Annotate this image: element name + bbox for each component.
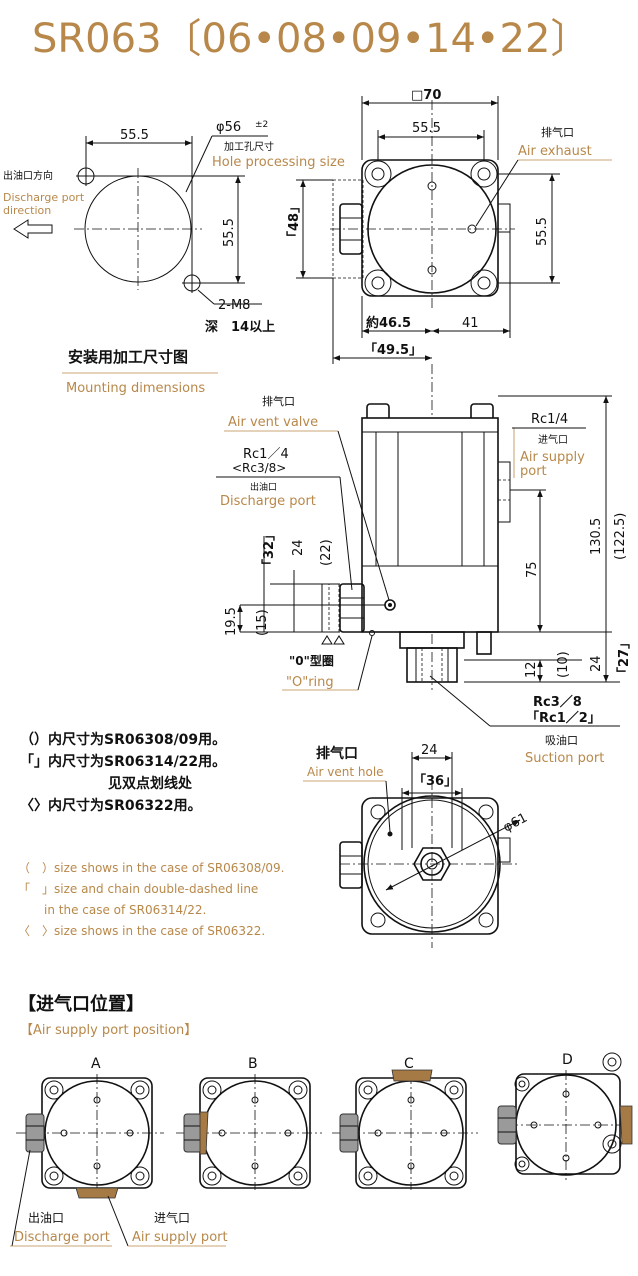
exhaust-en: Air exhaust [518,144,592,159]
suction-fitting [406,647,458,683]
note-cn-2: 「」内尺寸为SR06314/22用。 [20,753,226,770]
dim-phi56: φ56 [216,120,241,135]
dim-55-5-front-top: 55.5 [412,121,441,136]
bottom-dim-phi61: φ61 [501,810,530,835]
rc38-label: <Rc3/8> [232,461,286,475]
notes: （）内尺寸为SR06308/09用。 「」内尺寸为SR06314/22用。 见双… [18,731,284,938]
supply-cn: 进气口 [538,433,568,446]
hole-size-cn: 加工孔尺寸 [224,140,274,153]
rc38-suction: Rc3／8 [533,694,582,710]
note-en-1: （ ）size shows in the case of SR06308/09. [18,861,284,875]
dim-46-5: 約46.5 [366,315,411,331]
dim-130-5: 130.5 [589,518,604,555]
mount-caption-en: Mounting dimensions [66,381,205,396]
dim-19-5: 19.5 [224,607,239,636]
dim-32: 「32」 [261,528,277,572]
dim-55-5-side: 55.5 [222,218,237,247]
note-en-4: 〈 〉size shows in the case of SR06322. [18,924,265,938]
position-d-diagram [497,1052,633,1180]
bottom-vent-en: Air vent hole [307,765,384,779]
pos-supply-en: Air supply port [132,1230,228,1245]
oring-en: "O"ring [286,675,334,690]
dim-75: 75 [525,561,540,578]
bottom-view: 排气口 Air vent hole 24 「36」 φ61 [303,743,530,948]
m8-label: 2-M8 [218,298,250,313]
dim-27: 「27」 [616,636,632,680]
dim-49-5: 「49.5」 [364,342,422,358]
dim-41: 41 [462,316,479,331]
bottom-dim-24: 24 [421,743,438,758]
depth-label: 深 14以上 [205,319,275,335]
dim-55-5-front-right: 55.5 [535,217,550,246]
rc14-left: Rc1／4 [243,447,289,462]
position-label-c: C [404,1056,414,1072]
hole-size-en: Hole processing size [212,155,345,170]
oring-cn: "0"型圈 [289,653,334,668]
dim-15: (15) [255,609,270,636]
discharge-dir-en2: direction [3,204,51,217]
note-cn-3: 见双点划线处 [108,775,193,792]
mounting-dimensions-view: 55.5 φ56 ±2 加工孔尺寸 Hole processing size 出… [3,120,345,396]
air-supply-position-section: 【进气口位置】 【Air supply port position】 A B [10,993,633,1247]
note-en-3: in the case of SR06314/22. [44,903,206,917]
note-cn-4: 〈〉内尺寸为SR06322用。 [20,797,202,814]
dim-122-5: (122.5) [613,513,628,560]
position-label-b: B [248,1056,258,1072]
discharge-dir-cn: 出油口方向 [3,169,53,182]
discharge-dir-en1: Discharge port [3,191,85,204]
dim-12: 12 [524,661,539,678]
suction-cn: 吸油口 [545,733,578,747]
front-flange [361,159,499,297]
discharge-en: Discharge port [220,494,316,509]
vent-valve-cn: 排气口 [262,394,295,408]
dim-phi56-tol: ±2 [255,120,268,130]
pos-discharge-cn: 出油口 [28,1211,64,1225]
discharge-cn: 出油口 [250,481,277,493]
position-a-diagram [16,1074,164,1199]
front-discharge-port [339,203,363,255]
bottom-dim-36: 「36」 [413,773,457,789]
side-view: 排气口 Air vent valve Rc1／4 <Rc3/8> 出油口 Dis… [216,364,632,766]
bottom-vent-cn: 排气口 [316,745,358,762]
rc12-suction: 「Rc1／2」 [526,710,601,726]
dim-box70: □70 [411,88,441,103]
position-b-diagram [176,1074,322,1190]
note-cn-1: （）内尺寸为SR06308/09用。 [20,731,226,748]
vent-valve-en: Air vent valve [228,415,318,430]
side-body [361,417,499,633]
supply-en1: Air supply [520,450,585,465]
dim-22: (22) [319,539,334,566]
supply-en2: port [520,464,547,479]
dim-48: 「48」 [286,200,302,244]
position-label-d: D [562,1052,573,1068]
dim-10: (10) [556,651,571,678]
side-discharge-port [339,583,365,633]
position-c-diagram [332,1069,478,1190]
discharge-arrow-icon [13,219,53,239]
rc14-right: Rc1/4 [531,412,568,427]
position-title-en: 【Air supply port position】 [20,1023,197,1038]
position-title-cn: 【进气口位置】 [18,993,144,1015]
exhaust-cn: 排气口 [541,125,574,139]
pos-supply-cn: 进气口 [154,1210,190,1225]
dim-55-5-top: 55.5 [120,128,149,143]
note-en-2: 「 」size and chain double-dashed line [18,882,258,896]
pos-discharge-en: Discharge port [14,1230,110,1245]
suction-en: Suction port [525,751,604,766]
page-title: SR063〔06•08•09•14•22〕 [32,16,590,62]
position-label-a: A [91,1056,101,1072]
front-view: □70 55.5 排气口 Air exhaust 「48」 55.5 約46.5… [286,88,612,364]
dim-24b: 24 [589,655,604,672]
mount-caption-cn: 安装用加工尺寸图 [68,348,188,366]
dim-24: 24 [291,539,306,556]
